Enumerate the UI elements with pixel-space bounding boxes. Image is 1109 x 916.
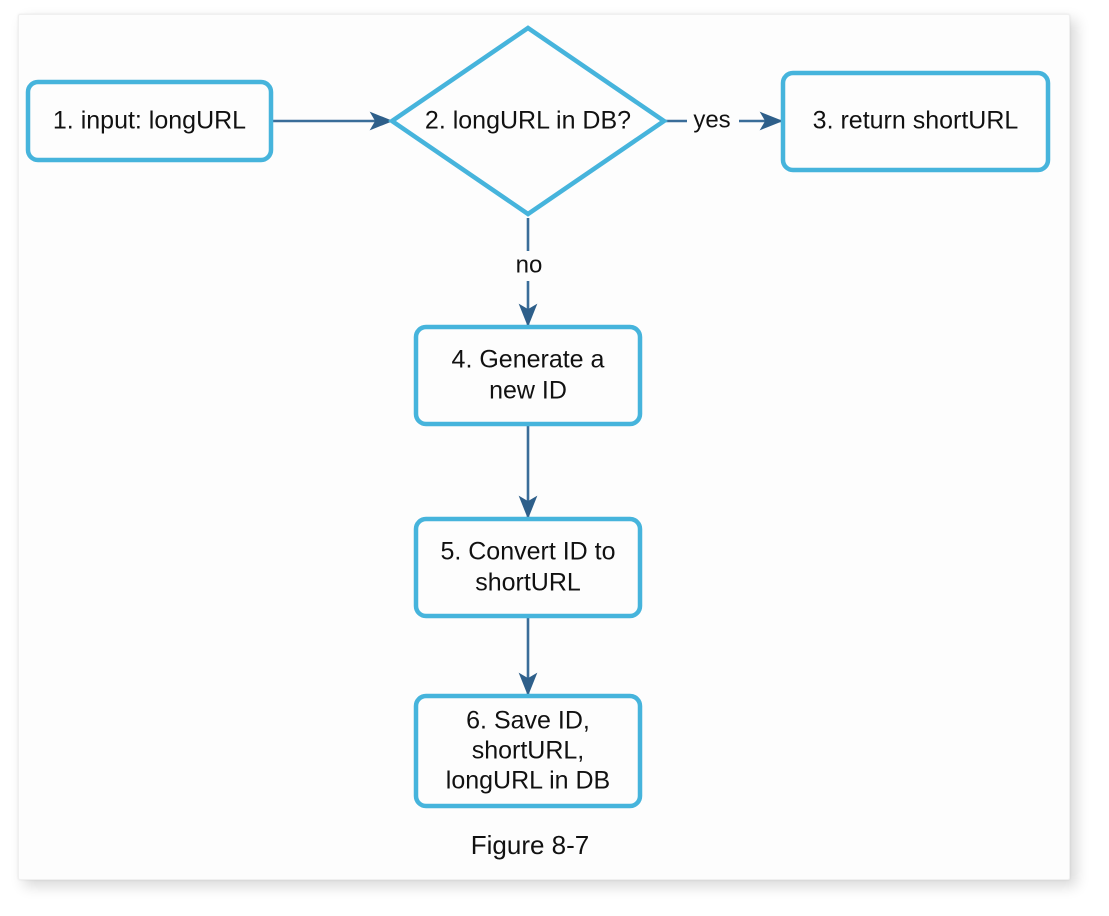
node-5-shape <box>413 516 643 619</box>
node-4-label-line-1: 4. Generate a <box>452 346 605 374</box>
node-6-label-line-2: shortURL, <box>472 737 585 765</box>
node-4-shape <box>413 324 643 427</box>
edge-label-no: no <box>516 251 543 278</box>
node-5-convert-id-to-shorturl[interactable]: 5. Convert ID to shortURL <box>413 516 643 619</box>
node-2-longurl-in-db-decision[interactable]: 2. longURL in DB? <box>388 25 668 217</box>
figure-caption: Figure 8-7 <box>471 830 590 860</box>
node-3-return-shorturl[interactable]: 3. return shortURL <box>780 70 1051 173</box>
node-1-input-longurl[interactable]: 1. input: longURL <box>25 79 274 163</box>
node-6-save-id-shorturl-longurl-in-db[interactable]: 6. Save ID, shortURL, longURL in DB <box>413 693 643 809</box>
node-5-label-line-2: shortURL <box>475 569 581 597</box>
node-2-shape <box>388 25 668 217</box>
node-4-generate-new-id[interactable]: 4. Generate a new ID <box>413 324 643 427</box>
node-4-label-line-2: new ID <box>489 377 567 405</box>
node-3-shape <box>780 70 1051 173</box>
node-6-shape <box>413 693 643 809</box>
no-label-backdrop <box>506 251 552 281</box>
node-6-label-line-1: 6. Save ID, <box>466 707 590 735</box>
node-1-shape <box>25 79 274 163</box>
yes-label-backdrop <box>687 107 739 135</box>
node-2-label: 2. longURL in DB? <box>425 107 631 135</box>
edge-label-yes: yes <box>693 106 730 133</box>
node-5-label-line-1: 5. Convert ID to <box>440 538 615 566</box>
node-1-label: 1. input: longURL <box>53 107 246 135</box>
node-6-label-line-3: longURL in DB <box>446 767 610 795</box>
node-3-label: 3. return shortURL <box>813 107 1019 135</box>
